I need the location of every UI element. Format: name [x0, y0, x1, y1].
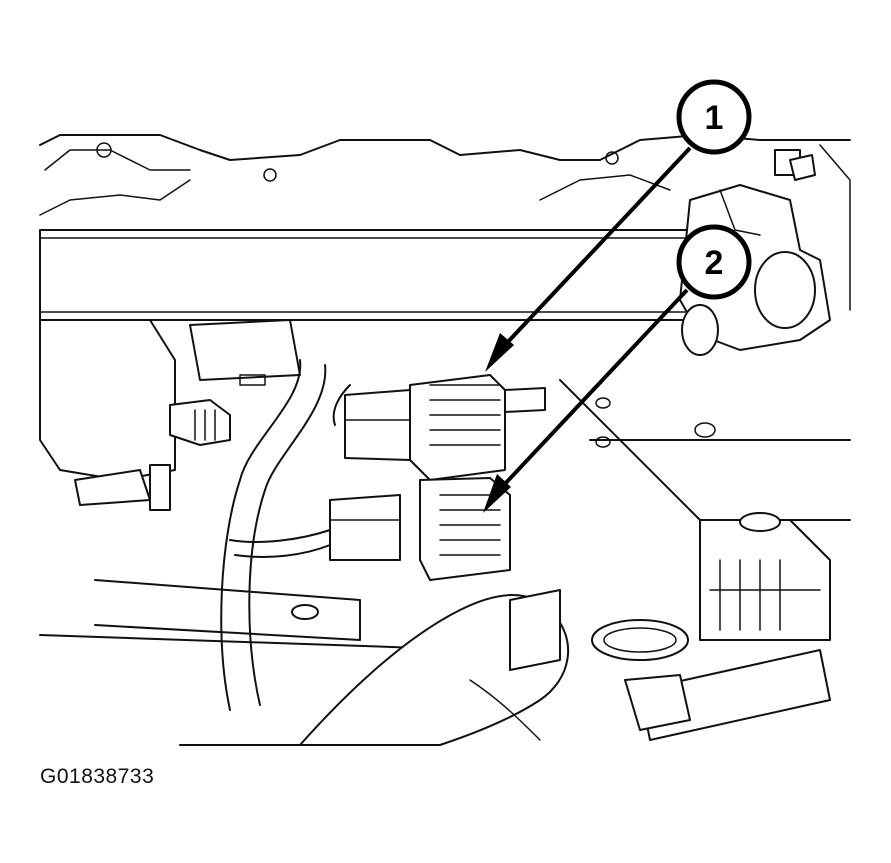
- callout-2: 2: [676, 224, 752, 300]
- callout-2-arrow: [483, 288, 689, 513]
- callout-1-number: 1: [705, 99, 724, 137]
- right-connector-block: [699, 512, 831, 641]
- hand: [179, 589, 569, 746]
- cross-beam: [39, 229, 691, 321]
- left-mechanism: [39, 319, 301, 511]
- dash-structure: [39, 134, 851, 311]
- connector-2: [329, 477, 511, 581]
- wiring-harness: [220, 359, 351, 711]
- callout-1: 1: [676, 79, 752, 155]
- callout-1-arrow: [485, 146, 692, 372]
- test-lead: [624, 649, 831, 741]
- connector-1: [344, 374, 546, 481]
- callout-2-number: 2: [705, 244, 724, 282]
- figure-code: G01838733: [40, 765, 155, 788]
